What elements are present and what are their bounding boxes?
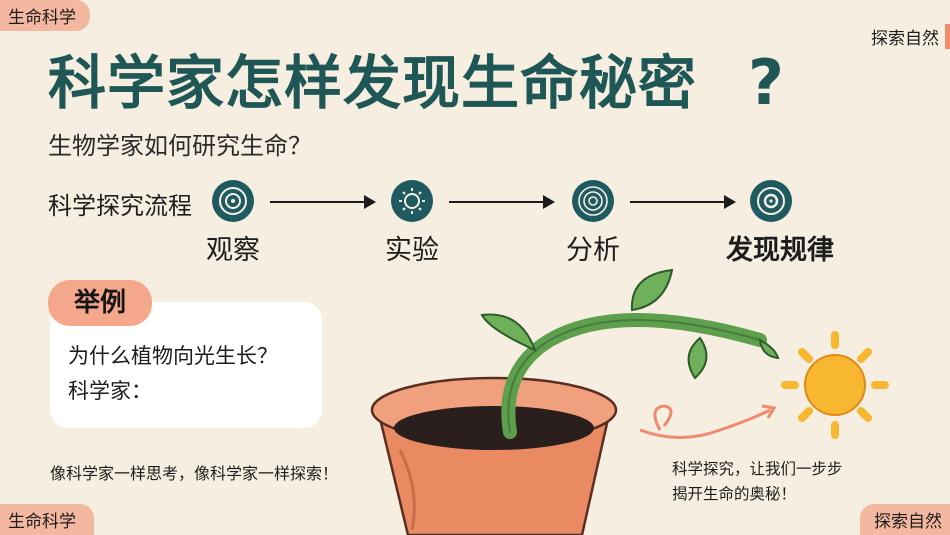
step-label-analyze: 分析 <box>566 235 620 266</box>
subtitle: 生物学家如何研究生命？ <box>48 132 312 160</box>
leaf <box>687 336 708 380</box>
bullseye-icon <box>750 180 792 222</box>
pot-soil <box>394 406 594 450</box>
corner-tag-top-left: 生命科学 <box>0 0 90 31</box>
sun-bulb-icon <box>391 180 433 222</box>
corner-tag-bottom-left: 生命科学 <box>0 504 94 535</box>
corner-tag-top-right: 探索自然 <box>871 24 950 49</box>
step-label-discover: 发现规律 <box>726 235 834 266</box>
leaf <box>480 313 537 352</box>
note-line-1: 科学探究，让我们一步步 <box>672 460 843 478</box>
example-question: 为什么植物向光生长？ <box>68 344 278 368</box>
corner-tag-bottom-right: 探索自然 <box>860 504 950 535</box>
leaf <box>758 338 780 360</box>
note-text: 科学探究，让我们一步步 揭开生命的奥秘！ <box>672 457 843 507</box>
flow-arrow <box>630 195 736 209</box>
flow-label: 科学探究流程 <box>48 192 192 220</box>
example-badge: 举例 <box>48 280 152 326</box>
note-line-2: 揭开生命的奥秘！ <box>672 485 797 503</box>
flow-arrow <box>449 195 555 209</box>
example-answer: 科学家： <box>68 379 152 403</box>
title-question-mark: ? <box>748 46 784 119</box>
target-icon <box>212 180 254 222</box>
plant-illustration <box>370 268 889 535</box>
page-title: 科学家怎样发现生命秘密 <box>48 49 698 117</box>
leaf <box>630 268 674 312</box>
step-label-observe: 观察 <box>206 235 260 266</box>
swirl-arrow <box>639 408 771 439</box>
step-label-experiment: 实验 <box>385 235 439 266</box>
flow-arrow <box>270 195 376 209</box>
rings-icon <box>572 180 614 222</box>
sun-icon <box>781 331 889 439</box>
slogan: 像科学家一样思考，像科学家一样探索！ <box>50 464 339 483</box>
